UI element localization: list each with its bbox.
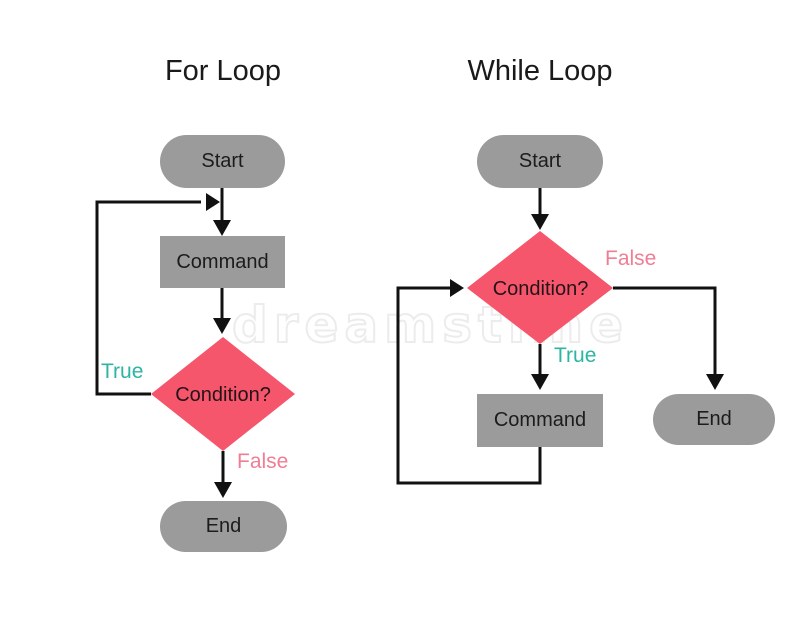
for-true-edge-label: True bbox=[101, 360, 144, 383]
for-start-node: Start bbox=[160, 135, 285, 188]
while-start-label: Start bbox=[518, 150, 562, 172]
for-loop-title: For Loop bbox=[164, 55, 282, 87]
while-into-end-arrowhead bbox=[706, 374, 724, 390]
for-end-node: End bbox=[160, 501, 287, 552]
for-into-condition-arrowhead bbox=[213, 318, 231, 334]
for-into-command-arrowhead bbox=[213, 220, 231, 236]
while-command-label: Command bbox=[493, 409, 587, 431]
for-end-label: End bbox=[205, 515, 242, 537]
while-loopback-line bbox=[396, 286, 542, 485]
while-condition-label: Condition? bbox=[492, 278, 589, 300]
while-into-command-arrowhead bbox=[531, 374, 549, 390]
while-into-condition-arrowhead bbox=[531, 214, 549, 230]
while-false-to-end-line bbox=[613, 286, 717, 376]
while-false-edge-label: False bbox=[605, 247, 657, 270]
while-loopback-arrowhead bbox=[450, 279, 464, 297]
while-command-node: Command bbox=[477, 394, 603, 447]
while-end-label: End bbox=[696, 408, 732, 430]
for-condition-diamond bbox=[151, 337, 295, 451]
for-loopback-arrowhead bbox=[206, 193, 220, 211]
while-start-node: Start bbox=[477, 135, 603, 188]
for-start-label: Start bbox=[201, 150, 244, 172]
for-into-end-arrowhead bbox=[214, 482, 232, 498]
while-condition-diamond bbox=[467, 231, 613, 344]
for-command-node: Command bbox=[160, 236, 285, 288]
for-command-label: Command bbox=[176, 250, 269, 273]
for-true-loopback-line bbox=[95, 200, 201, 396]
while-true-edge-label: True bbox=[554, 344, 597, 367]
for-false-edge-label: False bbox=[237, 450, 289, 473]
while-end-node: End bbox=[653, 394, 775, 445]
for-condition-label: Condition? bbox=[175, 384, 271, 406]
while-loop-title: While Loop bbox=[467, 55, 613, 87]
